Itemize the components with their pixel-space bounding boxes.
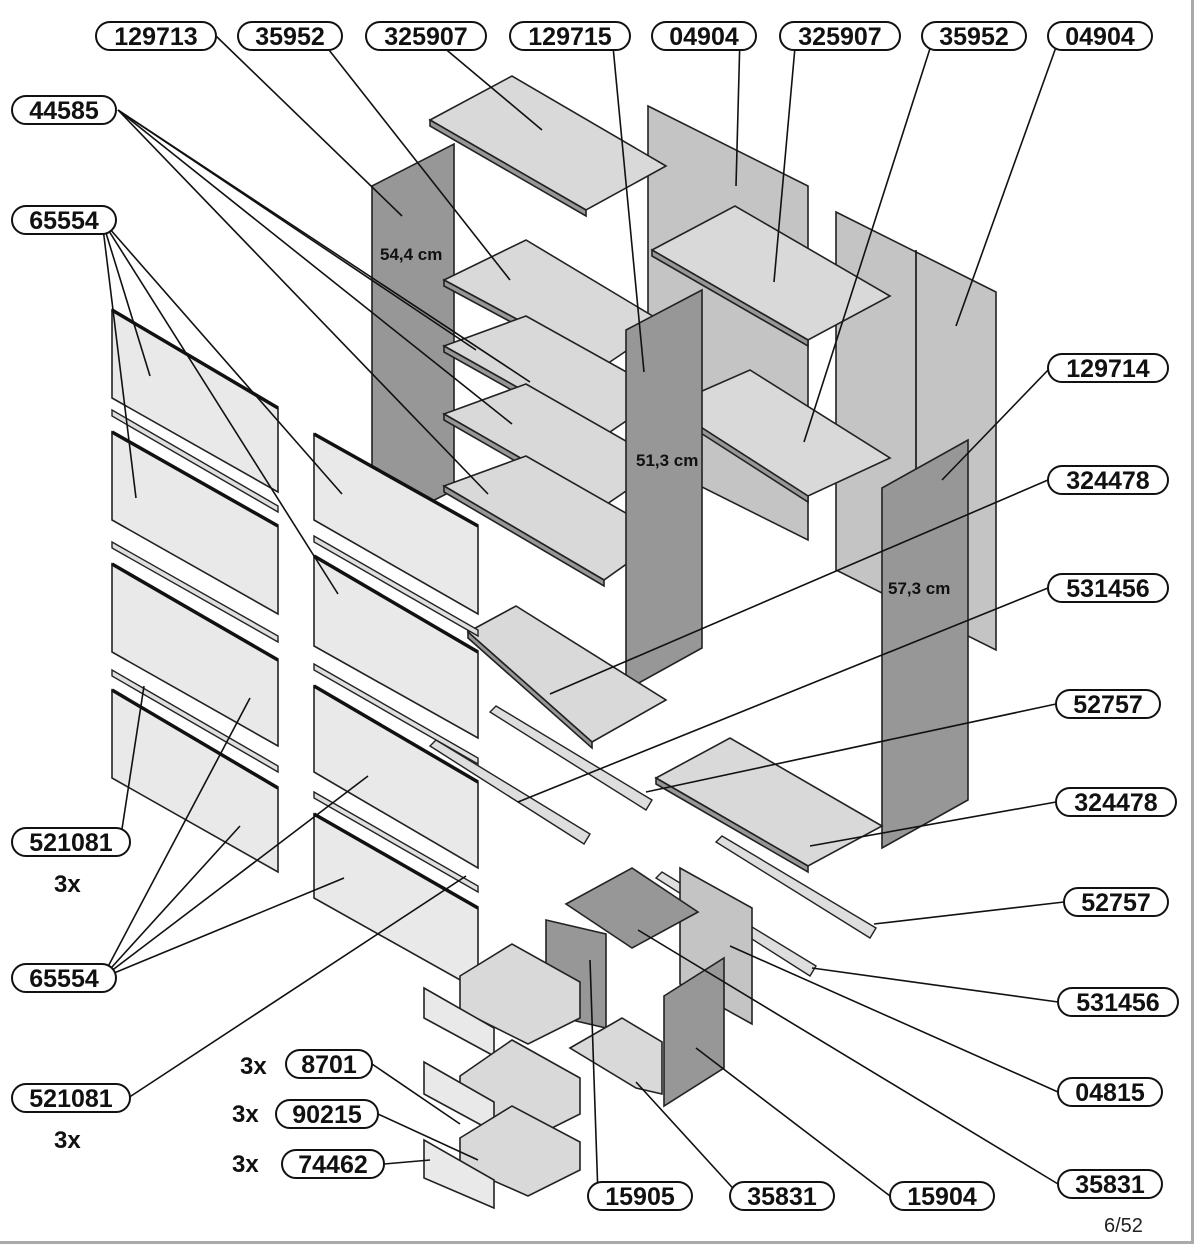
- part-number: 15905: [605, 1183, 675, 1211]
- side-panel-129714: [881, 438, 969, 850]
- part-number: 531456: [1076, 989, 1159, 1017]
- part-label-90215: 90215: [275, 1099, 379, 1129]
- part-label-52757: 52757: [1055, 689, 1161, 719]
- quantity-74462: 3x: [232, 1151, 259, 1178]
- plinth-531456-left: [488, 705, 653, 811]
- top-panel-325907: [428, 75, 668, 218]
- bottom-panel-324478-left: [466, 605, 668, 750]
- part-label-531456-b: 531456: [1057, 987, 1179, 1017]
- part-number: 65554: [29, 207, 99, 235]
- part-label-35952-b: 35952: [921, 21, 1027, 51]
- part-number: 52757: [1081, 889, 1151, 917]
- part-label-129715: 129715: [509, 21, 631, 51]
- part-label-325907-b: 325907: [779, 21, 901, 51]
- part-number: 35952: [939, 23, 1009, 51]
- part-label-04815: 04815: [1057, 1077, 1163, 1107]
- part-label-531456: 531456: [1047, 573, 1169, 603]
- plinth-52757-right: [714, 835, 877, 939]
- part-label-74462: 74462: [281, 1149, 385, 1179]
- leader-lines: [101, 35, 1065, 1197]
- part-number: 04815: [1075, 1079, 1145, 1107]
- part-label-129713: 129713: [95, 21, 217, 51]
- page-number: 6/52: [1104, 1215, 1143, 1237]
- part-number: 35831: [1075, 1171, 1145, 1199]
- part-number: 129714: [1066, 355, 1150, 383]
- front-panels-column-1: [111, 308, 279, 874]
- quantity-90215: 3x: [232, 1101, 259, 1128]
- part-number: 325907: [384, 23, 467, 51]
- part-number: 324478: [1074, 789, 1158, 817]
- part-label-35952: 35952: [237, 21, 343, 51]
- part-label-325907: 325907: [365, 21, 487, 51]
- part-number: 65554: [29, 965, 99, 993]
- quantity-521081: 3x: [54, 871, 81, 898]
- part-label-15905: 15905: [587, 1181, 693, 1211]
- part-number: 15904: [907, 1183, 977, 1211]
- part-number: 8701: [301, 1051, 357, 1079]
- part-number: 04904: [1065, 23, 1135, 51]
- part-label-04904: 04904: [651, 21, 757, 51]
- part-label-521081: 521081: [11, 827, 131, 857]
- plinth-52757-left: [428, 739, 591, 845]
- part-number: 35831: [747, 1183, 817, 1211]
- dimension-middle-panel: 51,3 cm: [636, 451, 698, 470]
- drawers: [423, 943, 581, 1210]
- part-label-35831-b: 35831: [729, 1181, 835, 1211]
- part-number: 129713: [114, 23, 197, 51]
- part-label-8701: 8701: [285, 1049, 373, 1079]
- shelves-44585: [442, 239, 668, 588]
- dimension-right-panel: 57,3 cm: [888, 579, 950, 598]
- part-number: 04904: [669, 23, 739, 51]
- part-number: 325907: [798, 23, 881, 51]
- part-number: 44585: [29, 97, 99, 125]
- dimension-left-panel: 54,4 cm: [380, 245, 442, 264]
- part-number: 531456: [1066, 575, 1149, 603]
- bottom-panel-324478-right: [654, 737, 884, 874]
- part-label-129714: 129714: [1047, 353, 1169, 383]
- part-number: 521081: [29, 1085, 113, 1113]
- part-number: 74462: [298, 1151, 368, 1179]
- part-label-35831: 35831: [1057, 1169, 1163, 1199]
- part-label-65554-b: 65554: [11, 963, 117, 993]
- part-number: 35952: [255, 23, 325, 51]
- part-label-04904-b: 04904: [1047, 21, 1153, 51]
- part-number: 90215: [292, 1101, 362, 1129]
- front-panels-column-2: [313, 432, 479, 992]
- quantity-8701: 3x: [240, 1053, 267, 1080]
- part-label-52757-b: 52757: [1063, 887, 1169, 917]
- part-label-44585: 44585: [11, 95, 117, 125]
- quantity-521081-b: 3x: [54, 1127, 81, 1154]
- shelf-325907-right: [650, 205, 892, 348]
- part-label-324478-b: 324478: [1055, 787, 1177, 817]
- part-label-15904: 15904: [889, 1181, 995, 1211]
- part-label-65554: 65554: [11, 205, 117, 235]
- part-number: 521081: [29, 829, 113, 857]
- part-number: 129715: [528, 23, 612, 51]
- side-panel-129715: [625, 288, 703, 692]
- part-label-324478: 324478: [1047, 465, 1169, 495]
- part-label-521081-b: 521081: [11, 1083, 131, 1113]
- part-number: 52757: [1073, 691, 1143, 719]
- part-number: 324478: [1066, 467, 1150, 495]
